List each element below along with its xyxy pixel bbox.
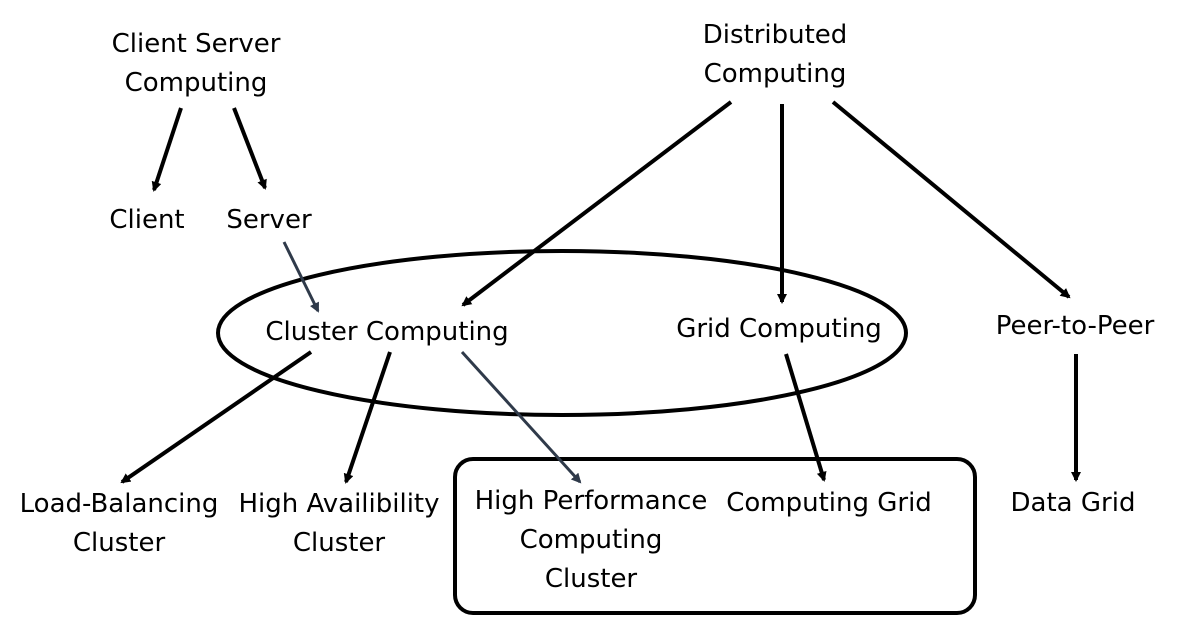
node-label-line: Computing Grid [726, 488, 932, 518]
node-label-line: High Availibility [238, 489, 440, 519]
arrow-server-to-cluster [282, 241, 320, 313]
node-label-line: Server [226, 205, 312, 235]
node-cluster-computing: Cluster Computing [265, 313, 508, 352]
node-label-line: Data Grid [1010, 488, 1136, 518]
node-label-line: Computing [703, 59, 847, 89]
node-label-line: High Performance [474, 486, 708, 516]
arrow-client-server-to-server [232, 107, 267, 190]
arrow-cluster-to-high-performance [460, 350, 582, 484]
node-label-line: Grid Computing [676, 314, 882, 344]
node-label-line: Cluster [72, 528, 166, 558]
cluster-grid-ellipse [216, 249, 908, 417]
node-label-line: Distributed [702, 20, 848, 50]
node-data-grid: Data Grid [1011, 484, 1136, 523]
node-server: Server [226, 201, 311, 240]
hpc-grid-box [453, 457, 977, 615]
node-label-line: Cluster [292, 528, 386, 558]
arrow-grid-to-computing-grid [784, 353, 827, 482]
node-label-line: Cluster [544, 564, 638, 594]
node-client: Client [109, 201, 184, 240]
arrow-client-server-to-client [151, 107, 183, 192]
arrow-cluster-to-load-balancing [120, 350, 313, 484]
node-label-line: Cluster Computing [265, 317, 509, 347]
arrow-distributed-to-peer [831, 100, 1071, 299]
node-grid-computing: Grid Computing [676, 310, 882, 349]
node-label-line: Computing [519, 525, 663, 555]
node-label-line: Client Server [111, 29, 281, 59]
node-label-line: Computing [124, 68, 268, 98]
arrow-cluster-to-high-availability [343, 351, 392, 484]
node-peer-to-peer: Peer-to-Peer [996, 307, 1155, 346]
node-label-line: Load-Balancing [19, 489, 219, 519]
node-label-line: Peer-to-Peer [995, 311, 1155, 341]
arrow-distributed-to-cluster [461, 100, 733, 307]
node-computing-grid: Computing Grid [726, 484, 932, 523]
node-label-line: Client [109, 205, 185, 235]
